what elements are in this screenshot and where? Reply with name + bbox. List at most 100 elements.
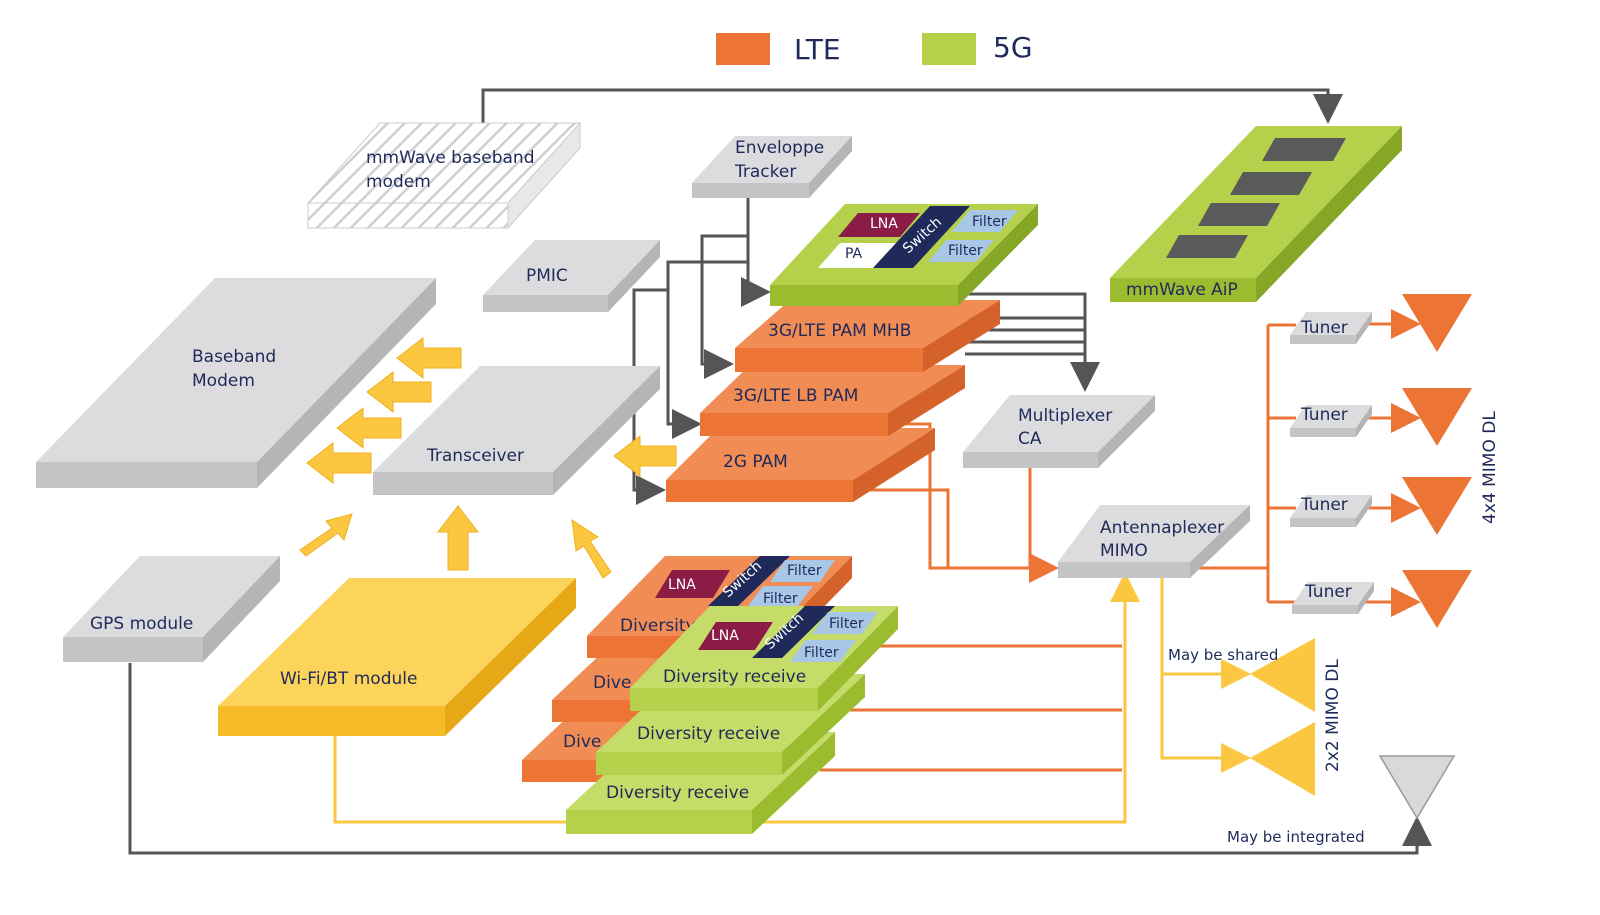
shared-antennas: May be shared 2x2 MIMO DL xyxy=(1168,638,1343,796)
arrow-up-gps xyxy=(299,513,353,557)
mmwave-aip-label: mmWave AiP xyxy=(1126,280,1238,300)
antennaplexer-label-1: Antennaplexer xyxy=(1100,518,1224,538)
mmwave-baseband-label-1: mmWave baseband xyxy=(366,148,534,168)
link-mmwave-modem-to-aip xyxy=(481,88,1343,135)
aip-antenna-element-1 xyxy=(1262,138,1346,161)
envelope-tracker-label-1: Enveloppe xyxy=(735,138,824,158)
diversity-5g-1: Diversity receive LNA Switch Filter Filt… xyxy=(630,606,898,711)
div-5g-lna-chip xyxy=(698,622,773,650)
link-gps-to-antenna xyxy=(128,663,1432,855)
aip-antenna-element-3 xyxy=(1198,203,1280,226)
multiplexer-label-2: CA xyxy=(1018,429,1042,449)
block-envelope-tracker: Enveloppe Tracker xyxy=(692,136,852,198)
antenna-1-icon xyxy=(1402,294,1472,352)
block-lte-pam-mhb: 3G/LTE PAM MHB xyxy=(735,300,1000,372)
5g-lna-label: LNA xyxy=(870,216,898,232)
link-antennaplexer-shared xyxy=(1160,578,1251,773)
block-wifi-bt-module: Wi-Fi/BT module xyxy=(218,578,576,736)
multiplexer-label-1: Multiplexer xyxy=(1018,406,1112,426)
wifi-label: Wi-Fi/BT module xyxy=(280,669,417,689)
div-lte-lna-chip xyxy=(655,570,730,598)
shared-antenna-1-icon xyxy=(1250,638,1315,712)
block-5g-pam: PA LNA Switch Filter Filter xyxy=(770,204,1038,306)
div-5g-switch-chip xyxy=(752,606,835,658)
pmic-label: PMIC xyxy=(526,266,568,286)
pam-mhb-label: 3G/LTE PAM MHB xyxy=(768,321,911,341)
diversity-5g-2-label: Diversity receive xyxy=(637,724,780,744)
5g-pa-label: PA xyxy=(845,246,863,262)
block-lte-lb-pam: 3G/LTE LB PAM xyxy=(700,365,965,436)
block-transceiver: Transceiver xyxy=(373,366,660,495)
arrow-left-pam xyxy=(613,434,677,478)
integrated-antenna-icon xyxy=(1378,755,1456,820)
arrow-left-1 xyxy=(396,336,462,380)
baseband-label-2: Modem xyxy=(192,371,255,391)
div-5g-filter-chip-1 xyxy=(812,612,878,634)
5g-filter-chip-1 xyxy=(952,210,1018,232)
div-5g-filter-label-2: Filter xyxy=(804,645,839,661)
tuner-4: Tuner xyxy=(1292,582,1374,614)
div-lte-filter-chip-1 xyxy=(770,560,835,582)
arrow-left-4 xyxy=(306,441,372,485)
block-pmic: PMIC xyxy=(483,240,660,312)
aip-antenna-element-2 xyxy=(1230,172,1312,195)
mmwave-baseband-label-2: modem xyxy=(366,172,431,192)
tuner-2: Tuner xyxy=(1290,405,1372,437)
transceiver-label: Transceiver xyxy=(426,446,524,466)
legend-5g-label: 5G xyxy=(993,31,1033,64)
pam-2g-label: 2G PAM xyxy=(723,452,788,472)
arrow-up-diversity xyxy=(571,518,612,579)
antenna-4-icon xyxy=(1402,570,1472,628)
tuner-1: Tuner xyxy=(1290,312,1372,344)
div-lte-filter-label-2: Filter xyxy=(763,591,798,607)
integrated-antenna: May be integrated xyxy=(1227,755,1456,846)
link-2g-to-antennaplexer xyxy=(857,488,950,568)
envelope-tracker-label-2: Tracker xyxy=(734,162,796,182)
diversity-5g-3-label: Diversity receive xyxy=(606,783,749,803)
tuner-group: Tuner Tuner Tuner Tuner xyxy=(1290,312,1374,614)
5g-filter-label-1: Filter xyxy=(972,214,1007,230)
diversity-5g-1-label: Diversity receive xyxy=(663,667,806,687)
5g-switch-chip xyxy=(873,206,970,268)
tuner-3-label: Tuner xyxy=(1300,495,1348,515)
diversity-5g-stack: Diversity receive Diversity receive Dive… xyxy=(566,606,898,834)
block-gps-module: GPS module xyxy=(63,556,280,662)
mimo-2x2-label: 2x2 MIMO DL xyxy=(1323,659,1343,772)
diversity-lte-1-label: Diversity xyxy=(620,616,696,636)
div-lte-switch-chip xyxy=(708,556,790,606)
diversity-lte-3-label: Dive xyxy=(563,732,601,752)
antenna-2-icon xyxy=(1402,388,1472,446)
aip-antenna-element-4 xyxy=(1166,235,1248,258)
may-be-shared-label: May be shared xyxy=(1168,646,1278,664)
block-2g-pam: 2G PAM xyxy=(666,428,935,502)
block-mmwave-aip: mmWave AiP xyxy=(1110,126,1402,302)
legend-5g-swatch xyxy=(922,33,976,65)
connections xyxy=(128,88,1432,855)
5g-filter-chip-2 xyxy=(928,240,994,262)
tuner-4-label: Tuner xyxy=(1304,582,1352,602)
div-5g-filter-label-1: Filter xyxy=(829,616,864,632)
block-baseband-modem: Baseband Modem xyxy=(36,278,436,488)
baseband-label-1: Baseband xyxy=(192,347,276,367)
tuner-3: Tuner xyxy=(1290,495,1372,527)
antennaplexer-label-2: MIMO xyxy=(1100,541,1148,561)
div-5g-filter-chip-2 xyxy=(790,640,856,662)
mimo-4x4-label: 4x4 MIMO DL xyxy=(1480,411,1500,524)
div-5g-lna-label: LNA xyxy=(711,628,739,644)
may-be-integrated-label: May be integrated xyxy=(1227,828,1365,846)
lte-antennas xyxy=(1402,294,1472,628)
div-lte-filter-label-1: Filter xyxy=(787,563,822,579)
legend-lte-swatch xyxy=(716,33,770,65)
arrow-left-2 xyxy=(366,370,432,414)
data-flow-arrows xyxy=(299,336,677,579)
block-antennaplexer-mimo: Antennaplexer MIMO xyxy=(1058,505,1250,578)
block-multiplexer-ca: Multiplexer CA xyxy=(963,395,1155,468)
diversity-lte-2-label: Dive xyxy=(593,673,631,693)
antenna-3-icon xyxy=(1402,477,1472,535)
link-et-to-5g-pam xyxy=(700,198,750,379)
legend: LTE 5G xyxy=(716,31,1033,66)
legend-lte-label: LTE xyxy=(794,33,841,66)
5g-lna-chip xyxy=(838,213,920,237)
pam-lb-label: 3G/LTE LB PAM xyxy=(733,386,858,406)
